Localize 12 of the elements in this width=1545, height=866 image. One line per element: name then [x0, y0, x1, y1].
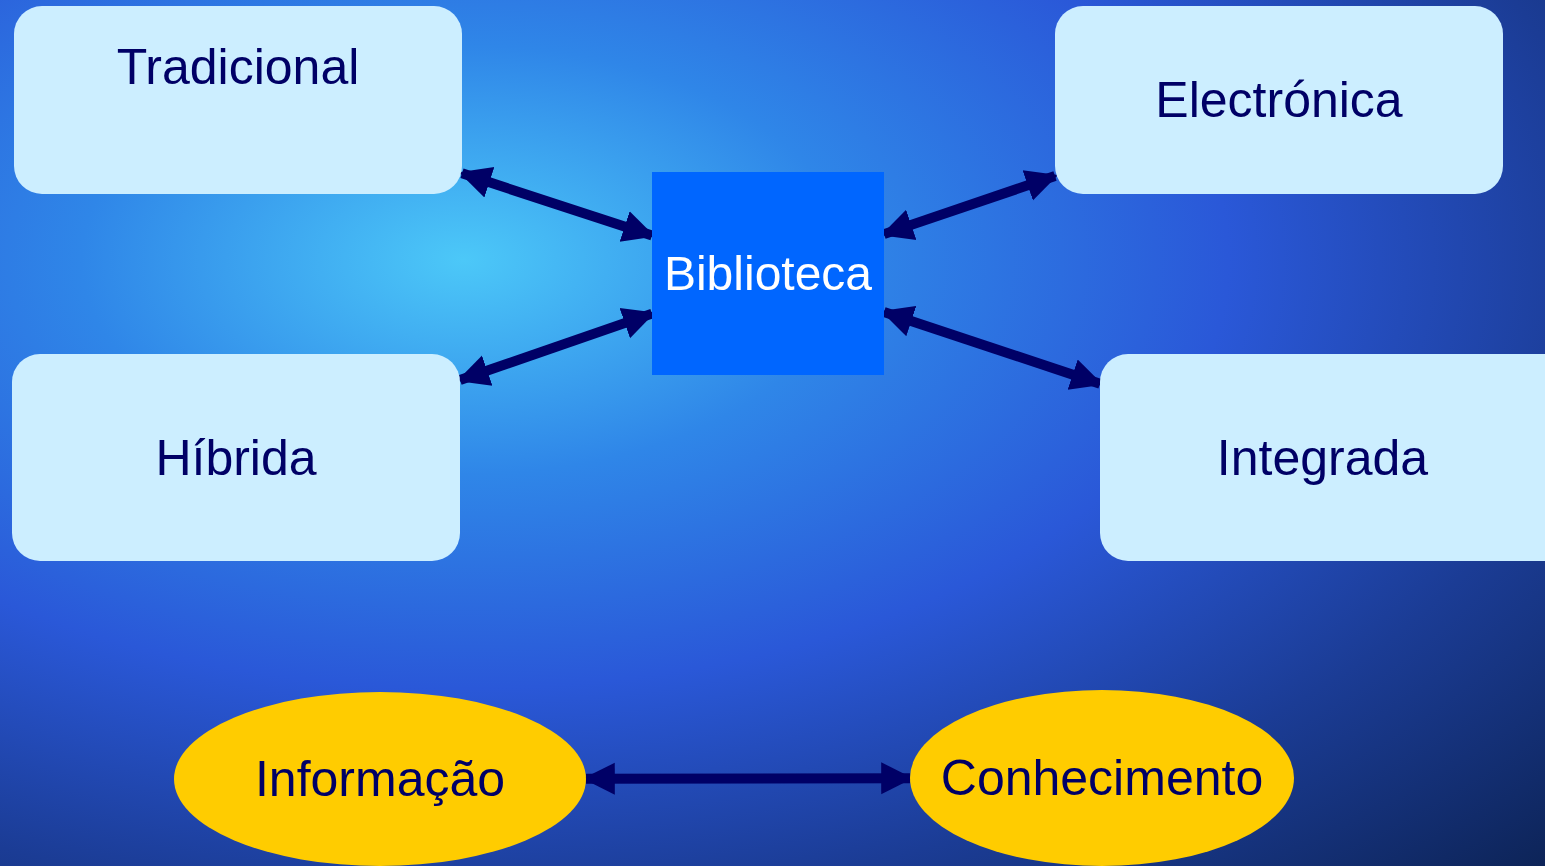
- node-label: Conhecimento: [940, 753, 1264, 803]
- node-label: Electrónica: [1155, 75, 1403, 125]
- category-box: [1055, 6, 1503, 194]
- node-label: Informação: [254, 754, 506, 804]
- node-label: Integrada: [1216, 432, 1429, 483]
- center-box: [652, 172, 884, 375]
- node-label: Biblioteca: [663, 249, 873, 298]
- node-label: Tradicional: [116, 42, 360, 92]
- category-box: [14, 6, 462, 194]
- category-box: [12, 354, 460, 561]
- category-box: [1100, 354, 1545, 561]
- node-label: Híbrida: [155, 432, 317, 483]
